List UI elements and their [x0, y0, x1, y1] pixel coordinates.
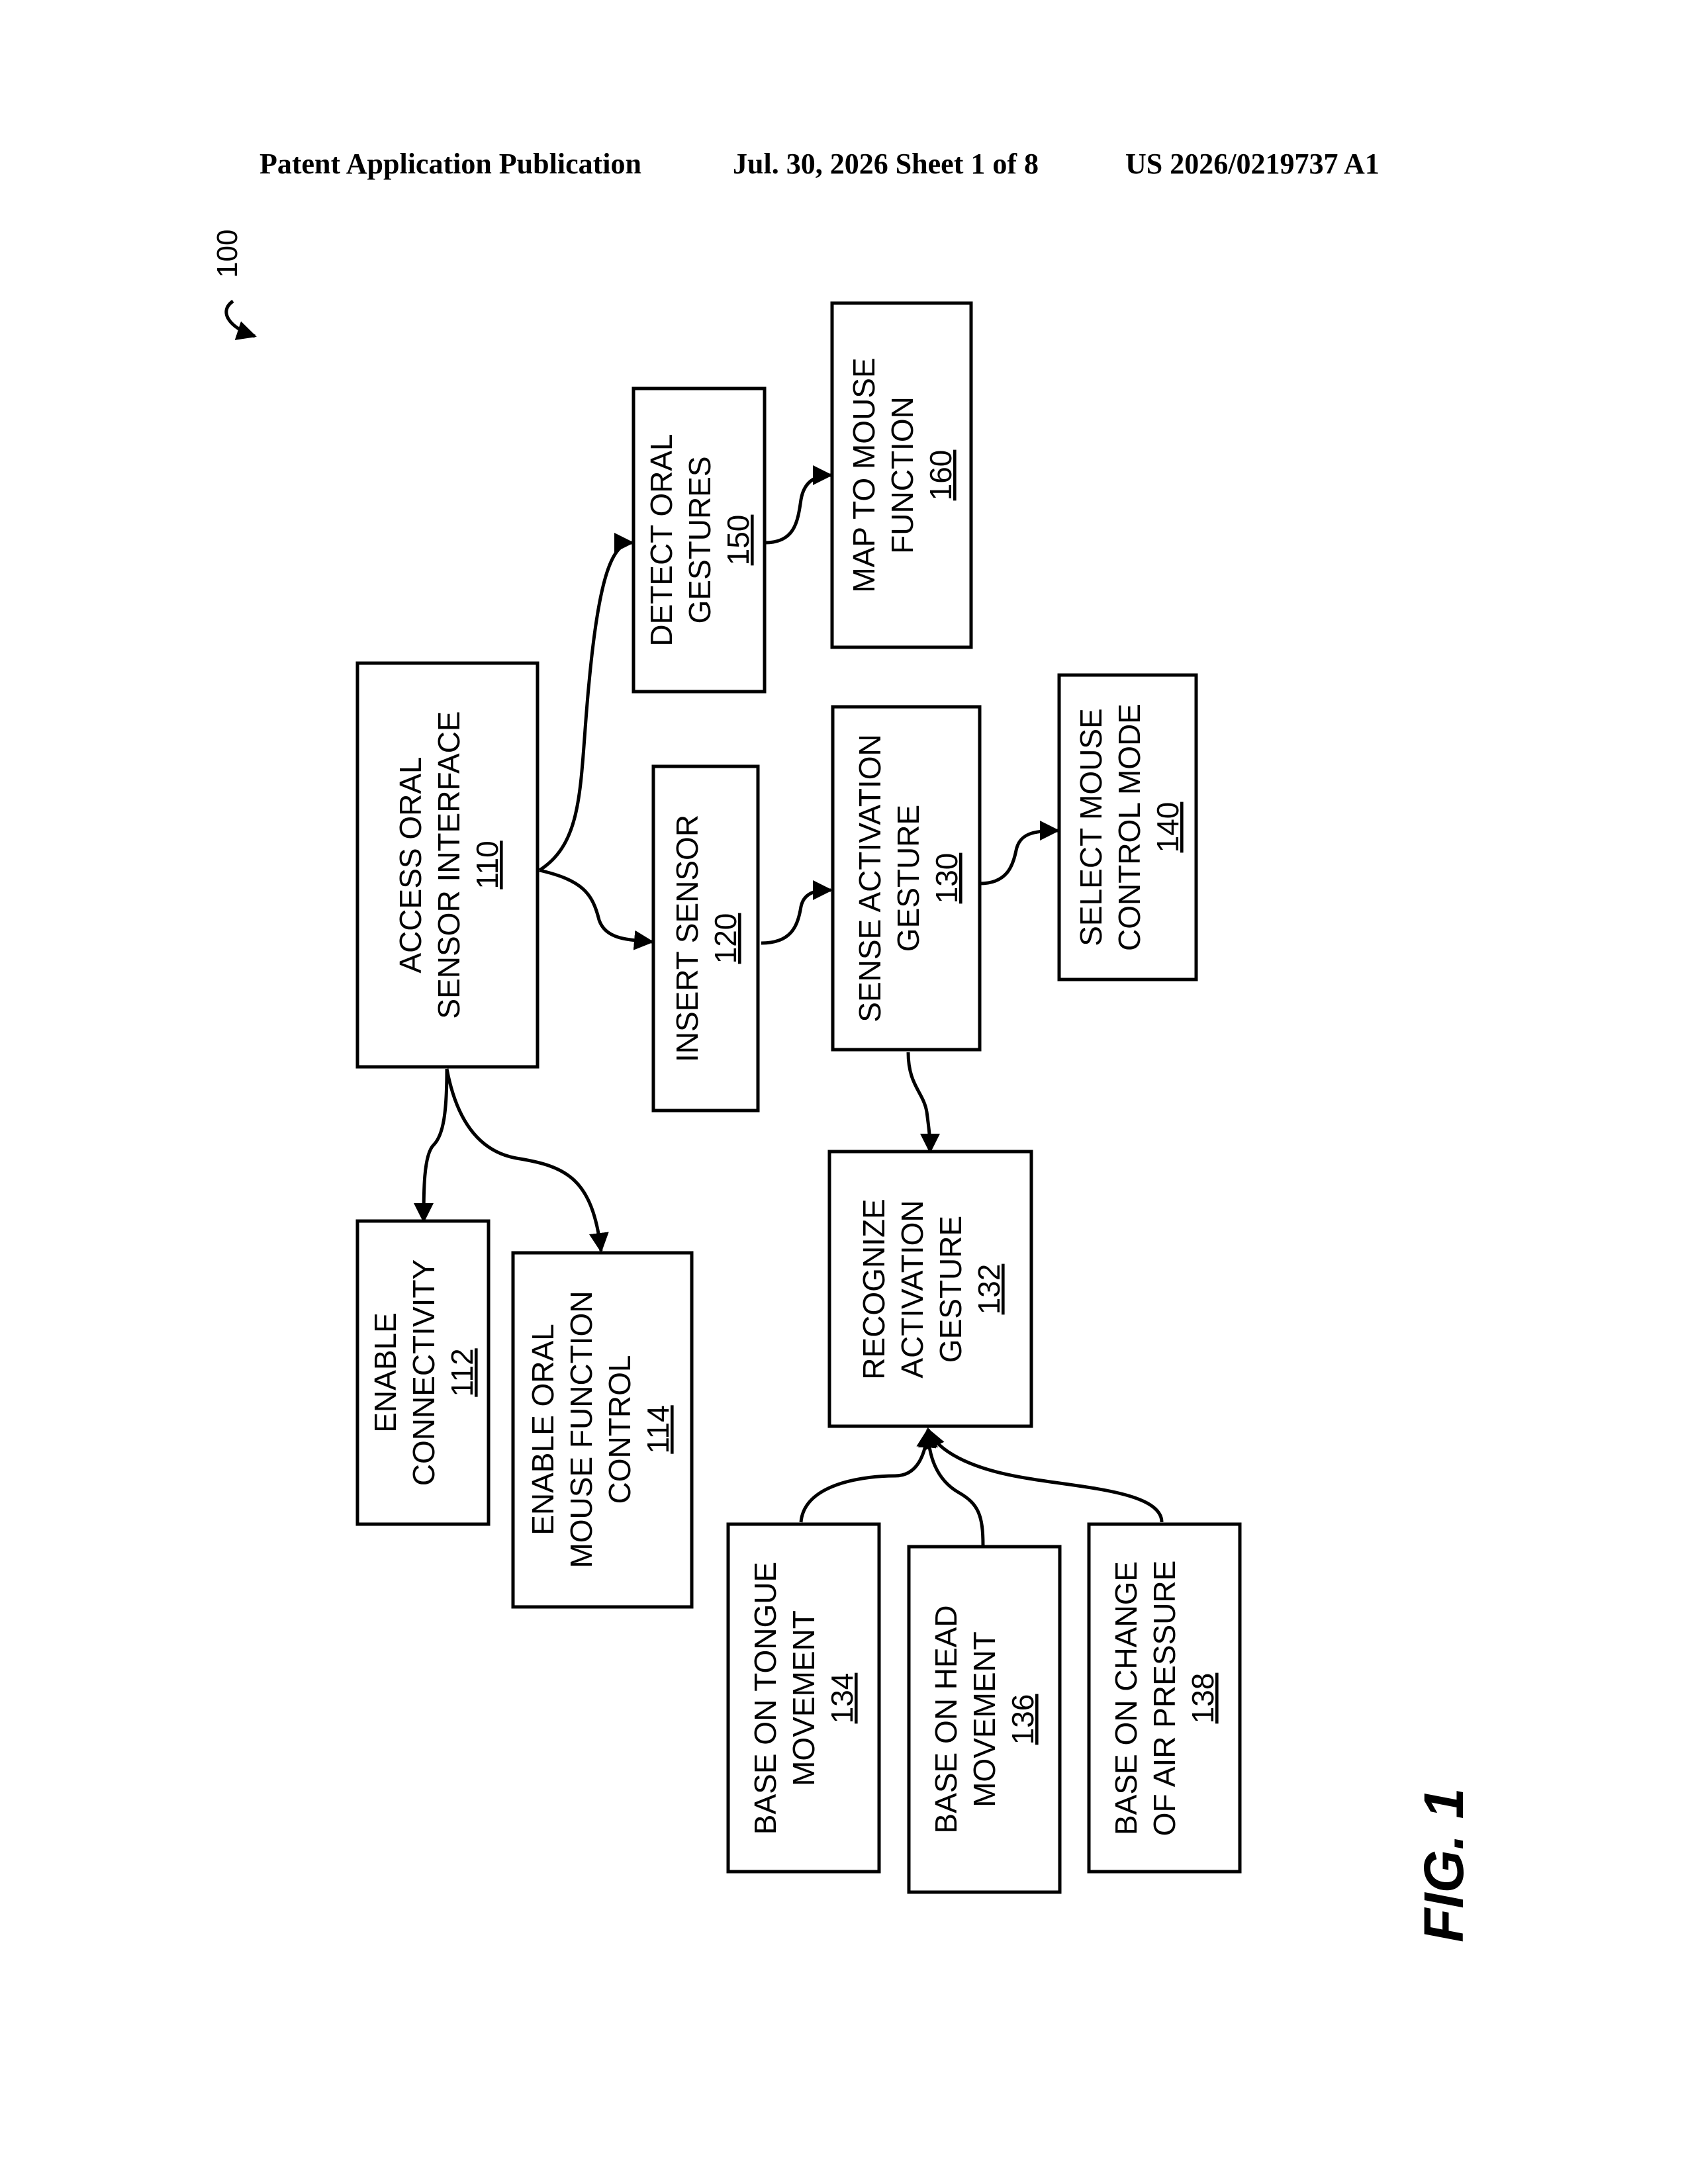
box-132-line-2: ACTIVATION [895, 1200, 929, 1378]
box-150-number: 150 [721, 515, 755, 566]
arrow-130-140 [980, 831, 1058, 884]
box-132-line-3: GESTURE [933, 1216, 968, 1363]
box-140-line-2: CONTROL MODE [1112, 704, 1147, 951]
box-130-number: 130 [929, 853, 964, 904]
box-112-line-2: CONNECTIVITY [406, 1259, 441, 1486]
box-112-line-1: ENABLE [368, 1312, 402, 1433]
box-114-number: 114 [641, 1405, 675, 1453]
box-114: ENABLE ORAL MOUSE FUNCTION CONTROL 114 [513, 1253, 692, 1607]
box-138-line-1: BASE ON CHANGE [1109, 1561, 1143, 1835]
box-136: BASE ON HEAD MOVEMENT 136 [909, 1547, 1060, 1892]
box-130-line-1: SENSE ACTIVATION [853, 734, 887, 1022]
box-132: RECOGNIZE ACTIVATION GESTURE 132 [829, 1152, 1031, 1426]
box-110-number: 110 [470, 841, 504, 889]
arrow-150-160 [765, 475, 831, 543]
box-160-line-2: FUNCTION [885, 396, 919, 554]
box-136-line-2: MOVEMENT [967, 1631, 1002, 1807]
box-134-number: 134 [825, 1673, 859, 1724]
box-138-line-2: OF AIR PRESSURE [1147, 1561, 1182, 1837]
arrow-120-130 [761, 890, 831, 943]
box-112-number: 112 [445, 1348, 479, 1396]
box-150-line-2: GESTURES [682, 456, 717, 623]
box-136-line-1: BASE ON HEAD [929, 1605, 963, 1833]
box-114-line-2: MOUSE FUNCTION [564, 1291, 598, 1568]
box-120-line-1: INSERT SENSOR [670, 815, 704, 1062]
arrow-138-132 [928, 1430, 1162, 1522]
box-150: DETECT ORAL GESTURES 150 [633, 388, 765, 692]
box-136-number: 136 [1006, 1694, 1040, 1745]
box-110-line-1: ACCESS ORAL [393, 756, 428, 973]
box-120-number: 120 [708, 913, 743, 964]
arrow-110-112 [424, 1069, 447, 1221]
box-130-line-2: GESTURE [891, 805, 925, 952]
box-140-line-1: SELECT MOUSE [1074, 708, 1108, 946]
box-130: SENSE ACTIVATION GESTURE 130 [833, 707, 980, 1050]
reference-100-label: 100 [211, 230, 244, 278]
box-134-line-1: BASE ON TONGUE [748, 1562, 782, 1835]
arrow-136-132 [928, 1430, 983, 1545]
box-134: BASE ON TONGUE MOVEMENT 134 [728, 1524, 879, 1872]
reference-100-arrow [226, 301, 255, 336]
box-112: ENABLE CONNECTIVITY 112 [357, 1221, 489, 1524]
box-138: BASE ON CHANGE OF AIR PRESSURE 138 [1089, 1524, 1240, 1872]
arrow-134-132 [801, 1430, 928, 1522]
box-132-number: 132 [972, 1264, 1006, 1315]
box-114-line-1: ENABLE ORAL [526, 1324, 560, 1535]
box-138-number: 138 [1186, 1673, 1220, 1724]
figure-reference-100: 100 [211, 230, 255, 336]
figure-label: FIG. 1 [1413, 1788, 1475, 1942]
box-110-line-2: SENSOR INTERFACE [432, 711, 466, 1019]
box-140-number: 140 [1150, 802, 1185, 853]
arrow-130-132 [908, 1052, 930, 1152]
box-110: ACCESS ORAL SENSOR INTERFACE 110 [357, 663, 538, 1067]
box-160: MAP TO MOUSE FUNCTION 160 [832, 303, 971, 647]
box-120: INSERT SENSOR 120 [653, 766, 758, 1111]
arrow-110-120 [539, 870, 652, 942]
box-132-line-1: RECOGNIZE [857, 1199, 891, 1379]
box-140: SELECT MOUSE CONTROL MODE 140 [1059, 675, 1196, 979]
box-150-line-1: DETECT ORAL [644, 433, 679, 646]
box-114-line-3: CONTROL [602, 1355, 637, 1504]
box-134-line-2: MOVEMENT [786, 1610, 821, 1786]
arrow-110-150 [539, 543, 632, 870]
box-160-number: 160 [923, 450, 958, 501]
box-160-line-1: MAP TO MOUSE [847, 357, 881, 592]
